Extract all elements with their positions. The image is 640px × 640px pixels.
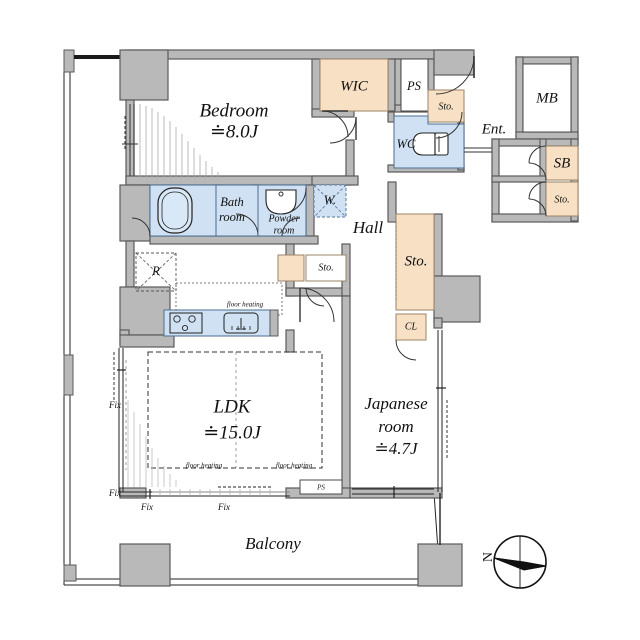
- stove-icon: [169, 312, 203, 334]
- fix-upper-left-label: Fix: [108, 400, 121, 410]
- hall-label: Hall: [352, 218, 384, 237]
- sto-right-door-arc: [528, 181, 547, 200]
- kitchen: R floor heating: [135, 252, 283, 337]
- shaft-ps-top: PS: [400, 58, 429, 112]
- room-ldk: LDK ≐15.0J floor heating floor heating: [125, 351, 323, 470]
- shaft-ps-bottom: PS: [299, 479, 343, 495]
- floor-heating-kitchen-label: floor heating: [227, 301, 264, 309]
- sb-door-arc-2: [528, 162, 547, 181]
- wall-stub-left-middle: [63, 354, 74, 396]
- toilet-icon: [412, 132, 436, 156]
- ldk-window-hatch: [127, 400, 177, 487]
- refrigerator-space: [135, 252, 177, 292]
- ldk-window-hatch-bottom: [152, 489, 290, 496]
- sto-hall-label: Sto.: [405, 253, 428, 269]
- box-mb: MB: [522, 63, 572, 133]
- hall-door-arc-lower: [299, 287, 335, 323]
- box-sb: SB: [545, 145, 579, 181]
- bathroom-name-line1: Bath: [220, 195, 244, 209]
- area-balcony: Balcony: [245, 534, 301, 553]
- room-powder: Powder room: [257, 184, 307, 237]
- floor-heating-left-label: floor heating: [186, 462, 223, 470]
- floor-heating-right-label: floor heating: [276, 462, 313, 470]
- bedroom-window-frame: [122, 104, 138, 176]
- ps-top-label: PS: [406, 79, 422, 93]
- bathroom-name-line2: room: [219, 210, 245, 224]
- fix-bottom-mid-label: Fix: [217, 502, 230, 512]
- closet-cl: CL: [395, 313, 427, 341]
- ldk-area: ≐15.0J: [203, 422, 262, 443]
- wic-label: WIC: [340, 78, 368, 94]
- cl-door-arc: [395, 339, 417, 361]
- sink-icon: [265, 189, 297, 215]
- kitchen-counter: [163, 309, 271, 337]
- bathtub-icon: [157, 187, 193, 234]
- cl-label: CL: [405, 321, 418, 332]
- entrance-label: Ent.: [481, 121, 507, 137]
- sb-label: SB: [554, 155, 571, 171]
- japanese-area: ≐4.7J: [374, 439, 418, 458]
- washer-space: W.: [313, 184, 347, 218]
- room-hall: Hall: [352, 218, 384, 237]
- sto-right-door-arc-2: [528, 198, 547, 217]
- wc-label: WC: [397, 137, 416, 151]
- powder-name-line1: Powder: [267, 213, 299, 224]
- fix-bottom-left-label: Fix: [140, 502, 153, 512]
- bedroom-window-hatch: [139, 104, 219, 178]
- refrigerator-label: R: [151, 264, 160, 278]
- ldk-floor-heating-zone: [147, 351, 323, 469]
- ps-bottom-label: PS: [316, 484, 325, 492]
- sto-top-label: Sto.: [438, 101, 453, 112]
- bedroom-area: ≐8.0J: [210, 121, 260, 142]
- ldk-name: LDK: [213, 396, 252, 417]
- kitchen-floor-heating-zone: [175, 282, 283, 316]
- powder-door-arc-2: [281, 217, 301, 237]
- storage-small-box: [277, 254, 305, 282]
- room-wic: WIC: [319, 58, 389, 112]
- entrance-inner-door-arc: [435, 111, 463, 139]
- room-wc: WC: [393, 115, 465, 169]
- wall-stub-top-left: [63, 49, 126, 73]
- room-japanese: Japanese room ≐4.7J: [364, 394, 428, 458]
- storage-sto-hall: Sto.: [395, 213, 435, 311]
- japanese-name-line2: room: [378, 417, 413, 436]
- fix-lower-left-label: Fix: [108, 488, 121, 498]
- compass-north-label: N: [481, 552, 496, 562]
- toilet-tank-icon: [434, 132, 449, 156]
- powder-name-line2: room: [274, 225, 295, 236]
- kitchen-sink-icon: [223, 312, 259, 334]
- japanese-right-wall: [436, 330, 448, 492]
- storage-sto-mid: Sto.: [305, 254, 347, 282]
- sto-mid-door-arc: [305, 287, 325, 307]
- balcony-label: Balcony: [245, 534, 301, 553]
- storage-sto-top: Sto.: [427, 89, 465, 123]
- storage-sto-right: Sto.: [545, 181, 579, 217]
- japanese-name-line1: Japanese: [364, 394, 428, 413]
- room-bathroom: Bath room: [149, 184, 259, 237]
- sb-door-arc: [528, 145, 547, 164]
- powder-door-arc: [279, 187, 307, 215]
- japanese-window: [352, 486, 434, 498]
- washer-label: W.: [324, 193, 336, 207]
- bathroom-outer-door-arc: [131, 217, 151, 237]
- sto-mid-label: Sto.: [318, 262, 333, 273]
- mb-label: MB: [535, 90, 558, 106]
- wall-stub-bottom-left: [63, 564, 77, 582]
- bedroom-name: Bedroom: [200, 100, 269, 121]
- room-bedroom: Bedroom ≐8.0J: [200, 100, 269, 142]
- compass-rose: N: [481, 535, 547, 589]
- sto-right-label: Sto.: [554, 194, 569, 205]
- room-entrance: Ent.: [464, 121, 507, 153]
